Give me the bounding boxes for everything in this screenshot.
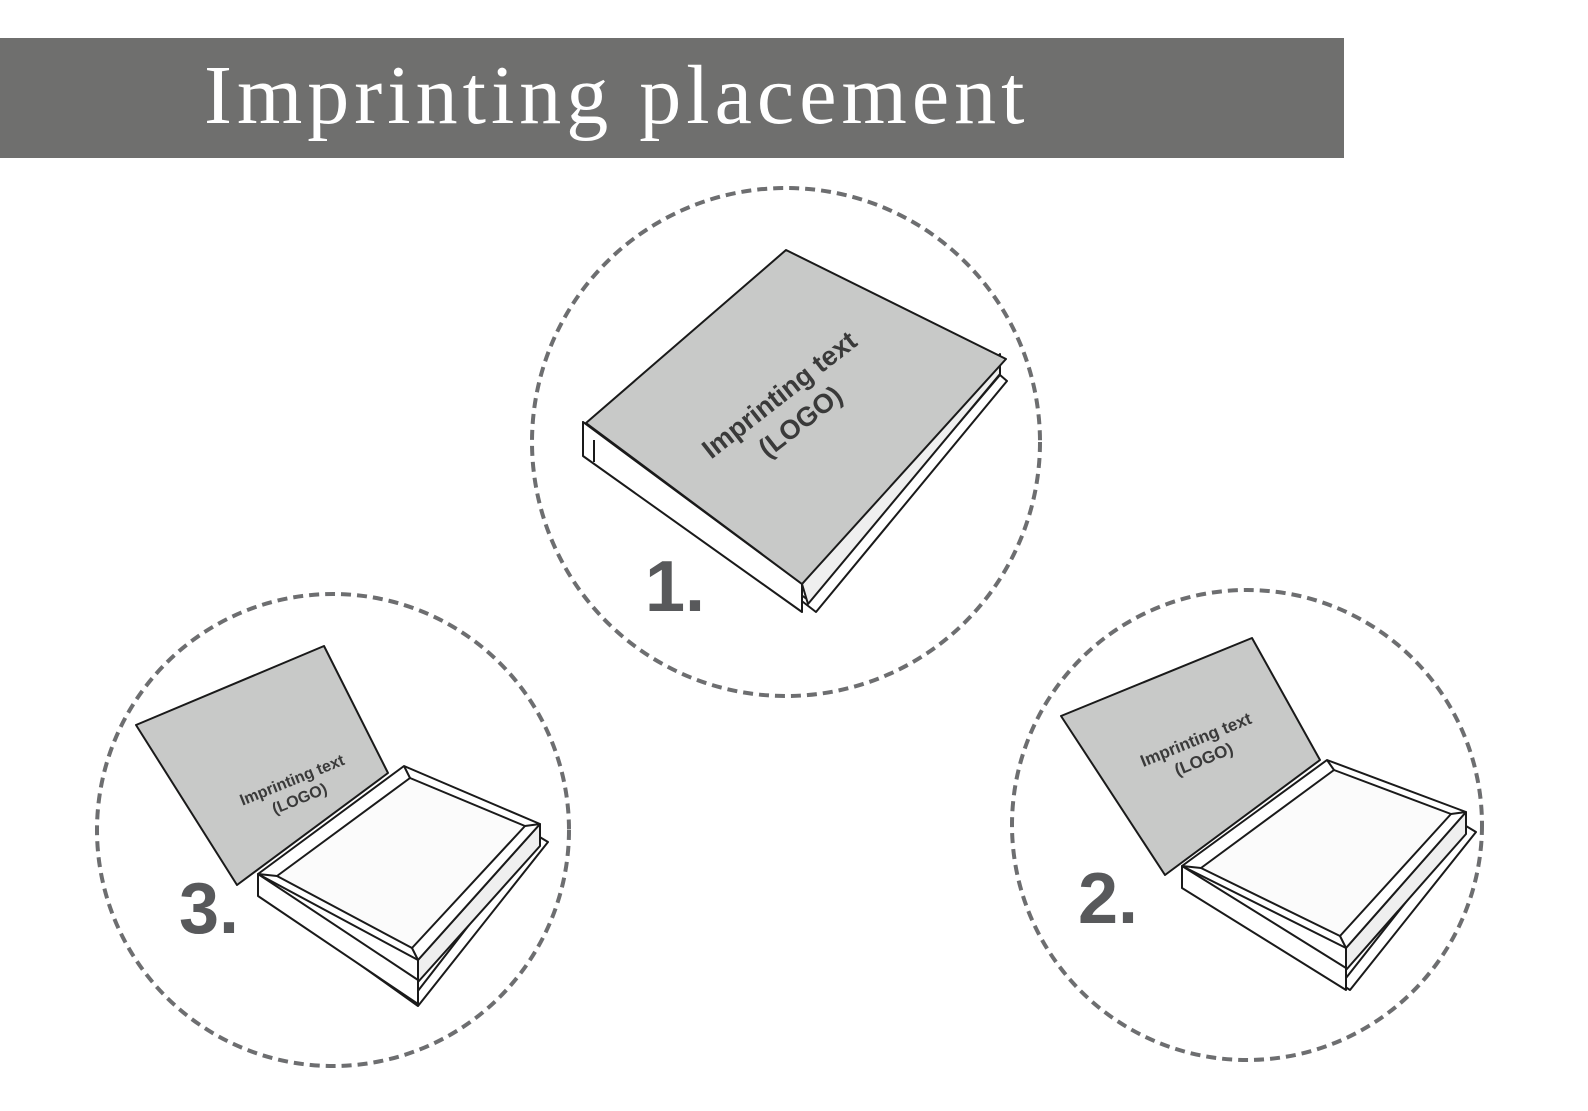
dashed-circle-1 [530, 186, 1042, 698]
placement-2: Imprinting text (LOGO) 2. [1010, 588, 1484, 1062]
page-title: Imprinting placement [204, 49, 1030, 142]
inner-lid [1060, 637, 1321, 876]
closed-box-illustration [582, 249, 1008, 613]
placement-number-2: 2. [1078, 859, 1138, 939]
dashed-circle-2 [1010, 588, 1484, 1062]
placement-1: Imprinting text (LOGO) 1. [530, 186, 1042, 698]
title-banner: Imprinting placement [0, 38, 1344, 158]
dashed-circle-3 [95, 592, 571, 1068]
inner-lid [135, 645, 389, 886]
placement-3: Imprinting text (LOGO) 3. [95, 592, 571, 1068]
placement-number-1: 1. [645, 547, 705, 627]
open-box-illustration [135, 645, 549, 1007]
lid-top [585, 249, 1007, 585]
placement-number-3: 3. [179, 869, 239, 949]
open-box-illustration [1060, 637, 1477, 991]
